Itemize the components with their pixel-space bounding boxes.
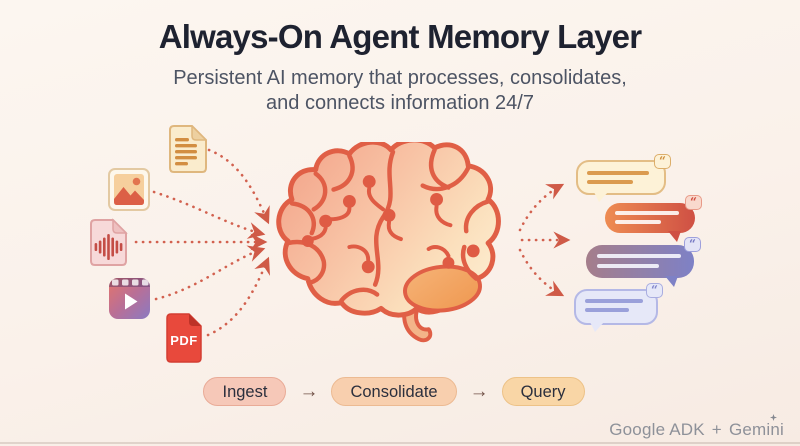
sparkle-icon <box>770 414 777 421</box>
brand-footer: Google ADK + Gemini <box>609 414 784 440</box>
flow-arrow-icon: → <box>299 380 319 402</box>
flow-arrow-icon: → <box>469 380 489 402</box>
arrow-document-to-brain <box>207 148 270 225</box>
bubble-tail <box>665 276 678 287</box>
chat-bubble-purple: “ <box>586 237 701 287</box>
bubble-text-line <box>615 220 661 224</box>
page-title: Always-On Agent Memory Layer <box>158 18 642 55</box>
brand-gemini: Gemini <box>729 414 784 440</box>
brain-memory-icon <box>272 137 510 355</box>
subtitle-line-1: Persistent AI memory that processes, con… <box>173 67 627 89</box>
quote-badge-icon: “ <box>654 154 671 169</box>
bubble-tail <box>590 322 604 332</box>
flow-step-ingest: Ingest <box>203 377 287 406</box>
pdf-file-icon: PDF <box>163 312 205 369</box>
chat-bubble-lavender: “ <box>574 283 663 332</box>
arrow-brain-to-bubble-4 <box>518 248 565 297</box>
process-flow: Ingest → Consolidate → Query <box>0 377 794 406</box>
bubble-text-line <box>585 308 629 312</box>
chat-bubble-orange: “ <box>605 195 702 242</box>
bubble-tail <box>668 231 681 242</box>
bubble-text-line <box>615 211 679 215</box>
chat-bubble-cream: “ <box>576 154 671 202</box>
bubble-text-line <box>585 299 643 303</box>
image-file-icon <box>108 168 150 216</box>
page-subtitle: Persistent AI memory that processes, con… <box>0 66 800 116</box>
arrow-image-to-brain <box>152 190 266 239</box>
quote-badge-icon: “ <box>684 237 701 252</box>
bubble-text-line <box>587 180 633 184</box>
flow-step-consolidate: Consolidate <box>331 377 457 406</box>
flow-step-query: Query <box>501 377 585 406</box>
quote-badge-icon: “ <box>685 195 702 210</box>
subtitle-line-2: and connects information 24/7 <box>266 92 534 114</box>
bottom-edge-line <box>0 442 800 444</box>
quote-badge-icon: “ <box>646 283 663 298</box>
bubble-text-line <box>587 171 649 175</box>
brand-google-adk: Google ADK <box>609 420 705 439</box>
brand-plus: + <box>711 420 722 439</box>
bubble-tail <box>594 192 608 202</box>
arrow-brain-to-bubble-1 <box>518 183 565 232</box>
arrow-video-to-brain <box>154 245 266 301</box>
document-file-icon <box>165 124 208 178</box>
bubble-text-line <box>597 254 681 258</box>
video-file-icon <box>108 277 151 325</box>
pdf-label: PDF <box>170 333 198 348</box>
audio-file-icon <box>87 218 130 272</box>
arrow-pdf-to-brain <box>206 256 270 337</box>
bubble-text-line <box>597 264 659 268</box>
